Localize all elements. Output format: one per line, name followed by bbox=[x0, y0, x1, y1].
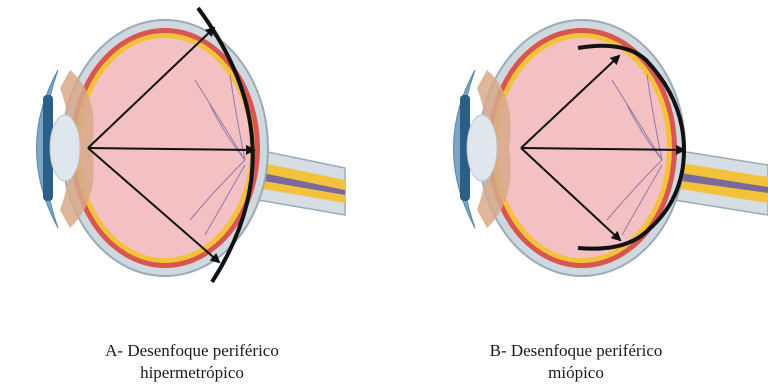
eye-diagram-a bbox=[0, 0, 384, 330]
caption-b-line2: miópico bbox=[384, 362, 768, 384]
eye-diagram-b bbox=[384, 0, 768, 330]
caption-a: A- Desenfoque periférico hipermetrópico bbox=[0, 340, 384, 384]
figure-a: A- Desenfoque periférico hipermetrópico bbox=[0, 0, 384, 385]
figure-b: B- Desenfoque periférico miópico bbox=[384, 0, 768, 385]
caption-b-line1: B- Desenfoque periférico bbox=[384, 340, 768, 362]
caption-a-line2: hipermetrópico bbox=[0, 362, 384, 384]
lens bbox=[467, 115, 497, 181]
optic-nerve bbox=[258, 150, 345, 215]
caption-a-line1: A- Desenfoque periférico bbox=[0, 340, 384, 362]
caption-b: B- Desenfoque periférico miópico bbox=[384, 340, 768, 384]
lens bbox=[50, 115, 80, 181]
optic-nerve bbox=[674, 150, 768, 215]
